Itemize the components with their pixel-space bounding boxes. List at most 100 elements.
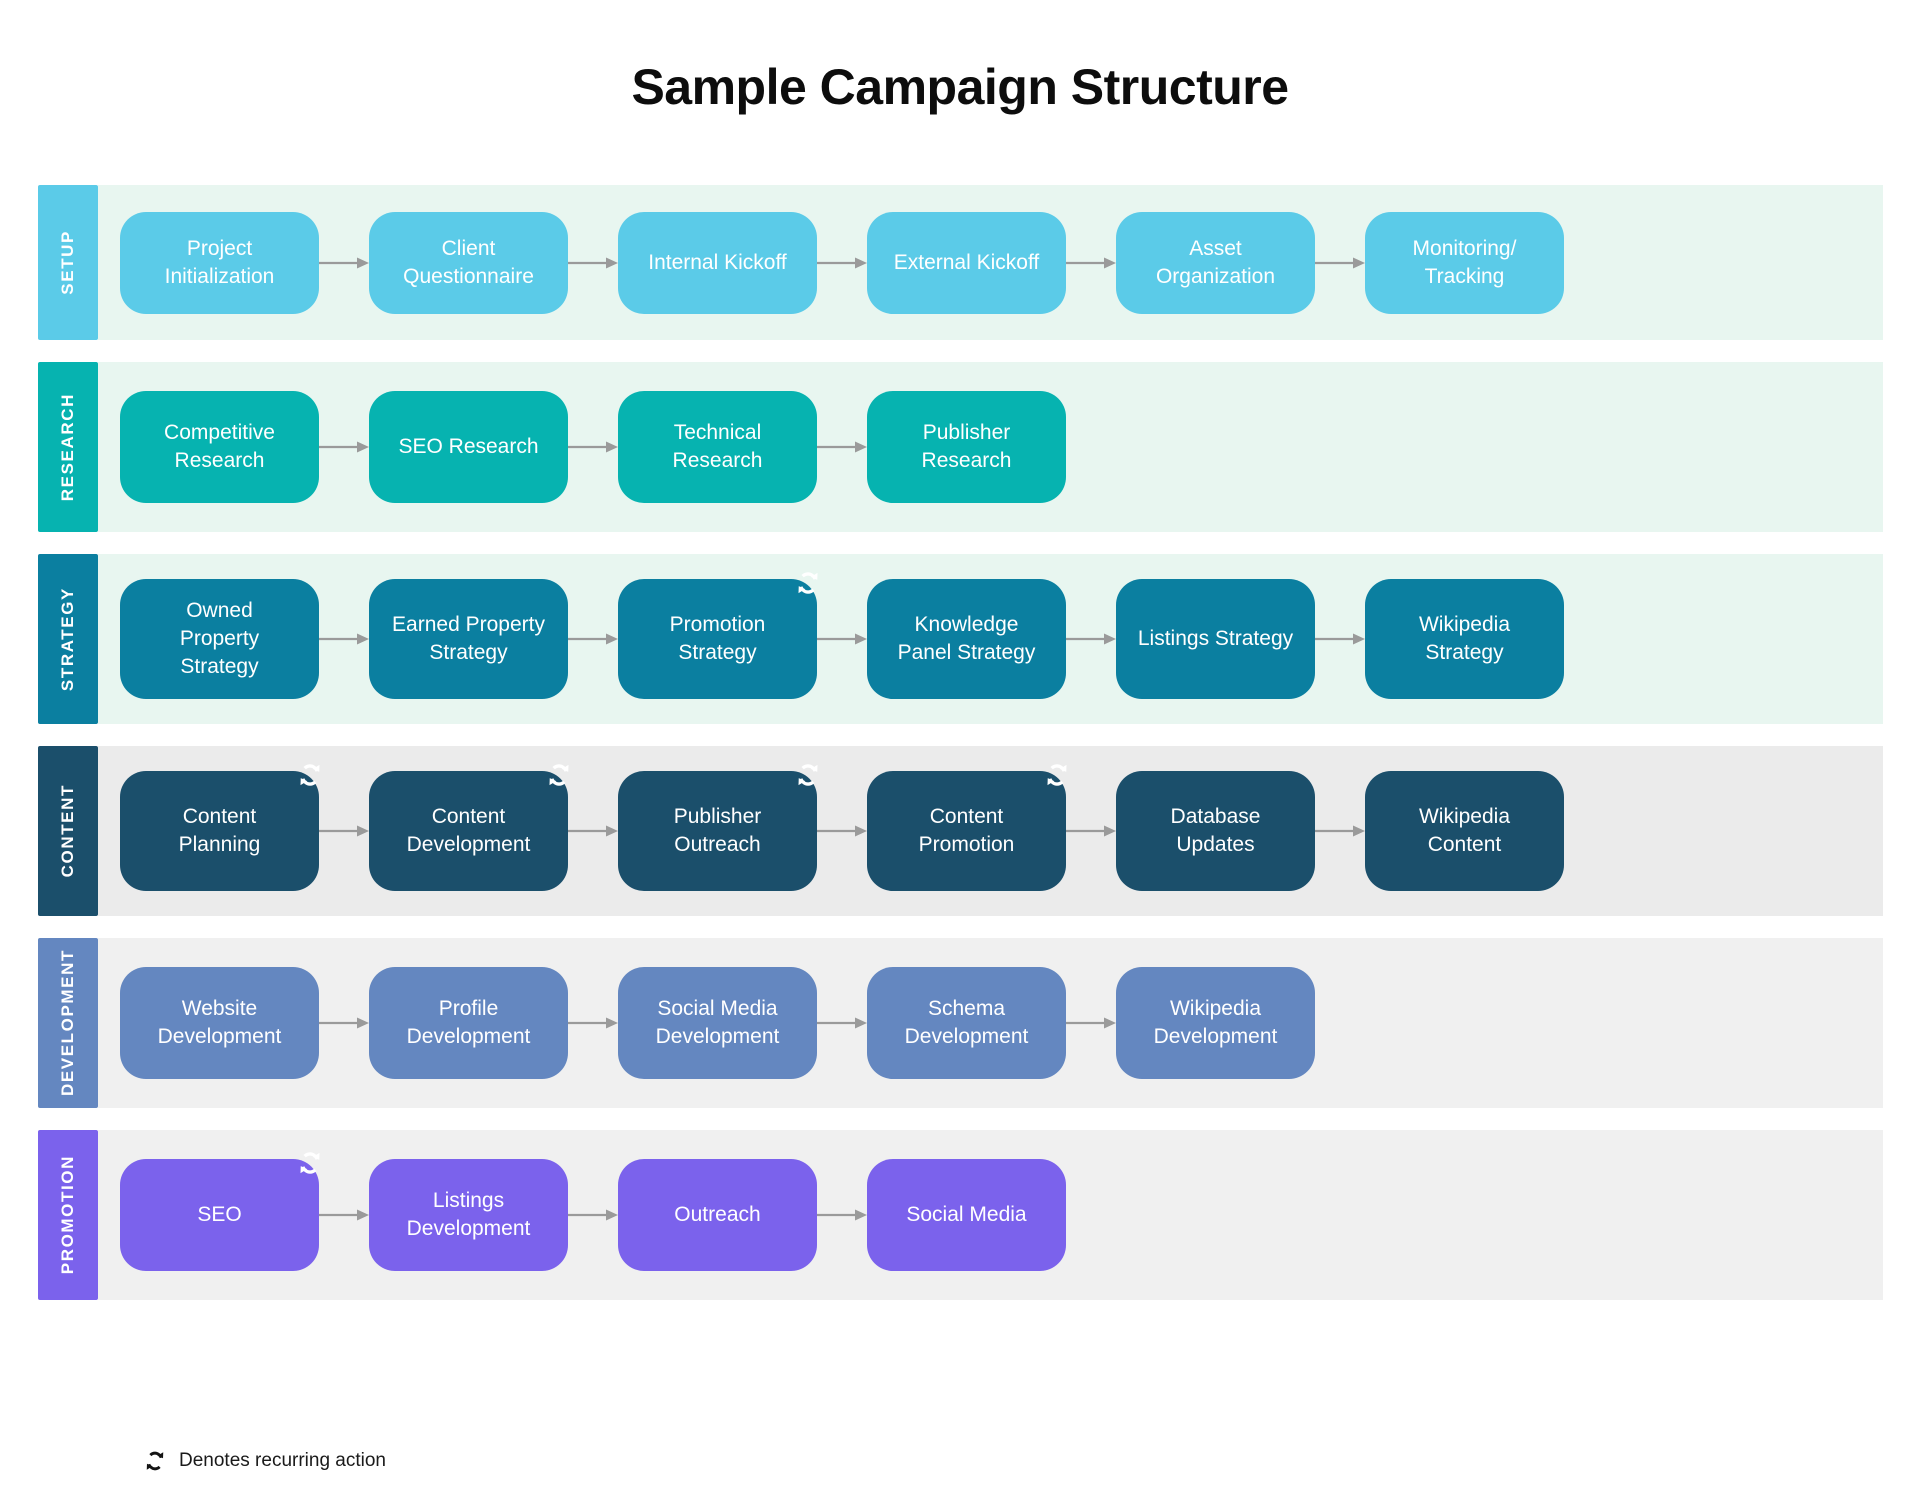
row-label-development: DEVELOPMENT: [38, 938, 98, 1108]
flow-arrow-icon: [319, 436, 369, 458]
process-node[interactable]: SEO Research: [369, 391, 568, 503]
recurring-refresh-icon: [295, 1148, 325, 1178]
flow-arrow-icon: [817, 1204, 867, 1226]
process-node-label: Monitoring/Tracking: [1412, 236, 1517, 288]
recurring-refresh-icon: [142, 1448, 168, 1474]
process-node-label: Internal Kickoff: [648, 250, 787, 274]
recurring-refresh-icon: [793, 568, 823, 598]
flow-arrow-icon: [1066, 820, 1116, 842]
process-node-label: SEO: [197, 1203, 242, 1227]
process-node[interactable]: Monitoring/Tracking: [1365, 211, 1564, 314]
row-label-research: RESEARCH: [38, 362, 98, 532]
legend-label: Denotes recurring action: [179, 1450, 386, 1471]
process-node-label: External Kickoff: [893, 250, 1040, 274]
recurring-refresh-icon: [295, 760, 325, 790]
process-node-label: Listings Strategy: [1137, 627, 1294, 651]
process-node[interactable]: Outreach: [618, 1159, 817, 1271]
flow-arrow-icon: [319, 252, 369, 274]
flow-arrow-icon: [568, 252, 618, 274]
row-label-promotion: PROMOTION: [38, 1130, 98, 1300]
flow-arrow-icon: [568, 820, 618, 842]
process-node-label: Outreach: [674, 1203, 761, 1227]
flow-arrow-icon: [319, 628, 369, 650]
flow-arrow-icon: [1315, 628, 1365, 650]
recurring-refresh-icon: [793, 760, 823, 790]
process-node[interactable]: SEO: [120, 1152, 320, 1271]
flow-arrow-icon: [1066, 252, 1116, 274]
recurring-refresh-icon: [544, 760, 574, 790]
recurring-refresh-icon: [1042, 760, 1072, 790]
process-node[interactable]: External Kickoff: [867, 211, 1066, 314]
legend: Denotes recurring action: [142, 1448, 386, 1474]
flow-arrow-icon: [817, 628, 867, 650]
flow-arrow-icon: [568, 1204, 618, 1226]
process-node[interactable]: Social Media: [867, 1159, 1066, 1271]
process-node[interactable]: Internal Kickoff: [618, 211, 817, 314]
flow-arrow-icon: [817, 820, 867, 842]
process-node[interactable]: Listings Strategy: [1116, 579, 1315, 699]
page-title: Sample Campaign Structure: [631, 59, 1289, 115]
flow-arrow-icon: [568, 436, 618, 458]
flow-arrow-icon: [568, 628, 618, 650]
row-label-text: RESEARCH: [58, 392, 77, 502]
flow-arrow-icon: [817, 1012, 867, 1034]
row-label-text: CONTENT: [58, 784, 77, 878]
row-label-text: SETUP: [58, 230, 77, 295]
flow-arrow-icon: [817, 252, 867, 274]
flow-arrow-icon: [319, 1012, 369, 1034]
row-label-setup: SETUP: [38, 185, 98, 340]
flow-arrow-icon: [319, 1204, 369, 1226]
flow-arrow-icon: [1315, 252, 1365, 274]
row-label-text: PROMOTION: [58, 1155, 77, 1275]
